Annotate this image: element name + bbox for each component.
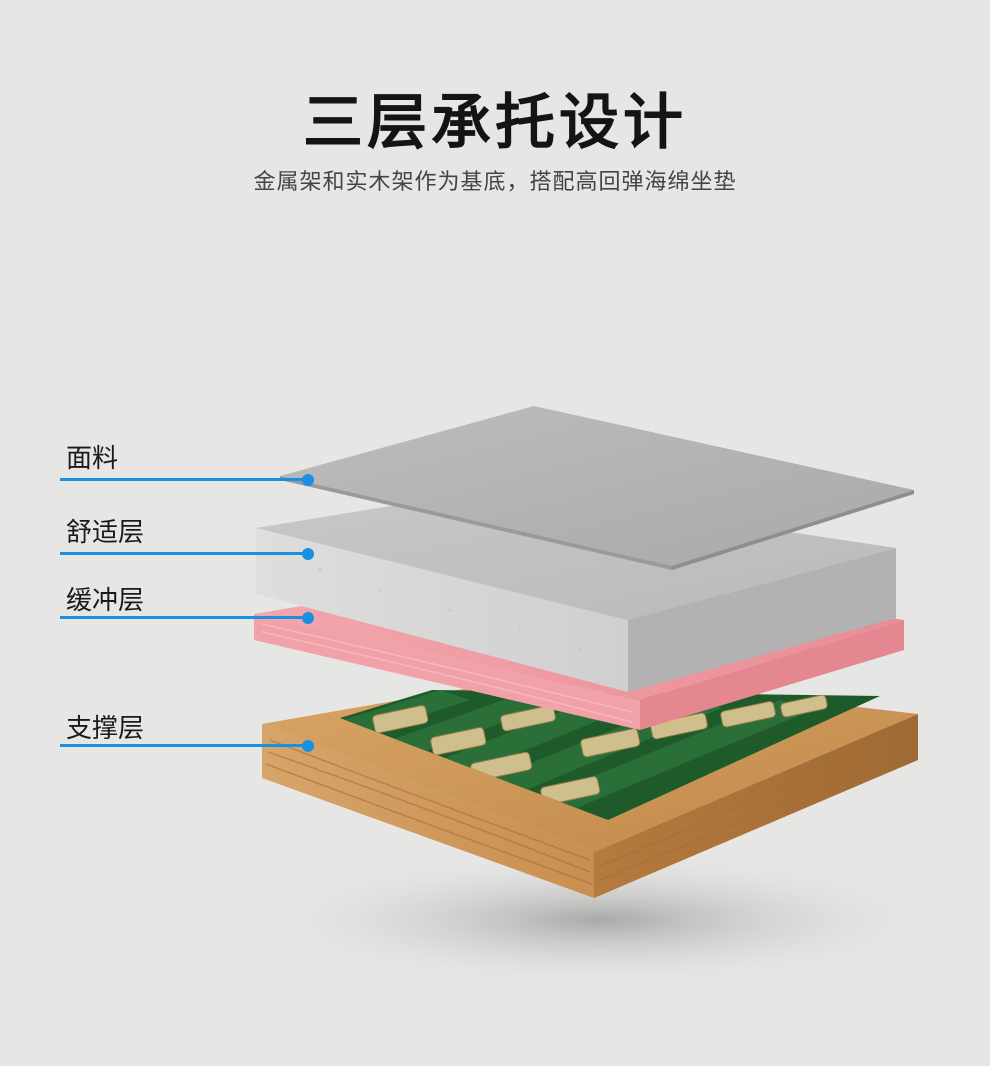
page-title: 三层承托设计 [303,88,687,158]
leader-line-fabric [60,478,310,481]
leader-line-comfort [60,552,310,555]
layer-label-comfort: 舒适层 [66,518,145,548]
leader-dot-fabric [302,474,314,486]
layer-label-buffer: 缓冲层 [66,586,145,616]
layer-label-fabric: 面料 [66,444,119,474]
leader-line-support [60,744,310,747]
leader-dot-comfort [302,548,314,560]
layer-label-support: 支撑层 [66,714,145,744]
leader-line-buffer [60,616,310,619]
leader-dot-support [302,740,314,752]
page-subtitle: 金属架和实木架作为基底，搭配高回弹海绵坐垫 [253,170,737,195]
fabric-layer-sheet [280,406,914,570]
comfort-layer-foam [256,488,896,692]
leader-dot-buffer [302,612,314,624]
